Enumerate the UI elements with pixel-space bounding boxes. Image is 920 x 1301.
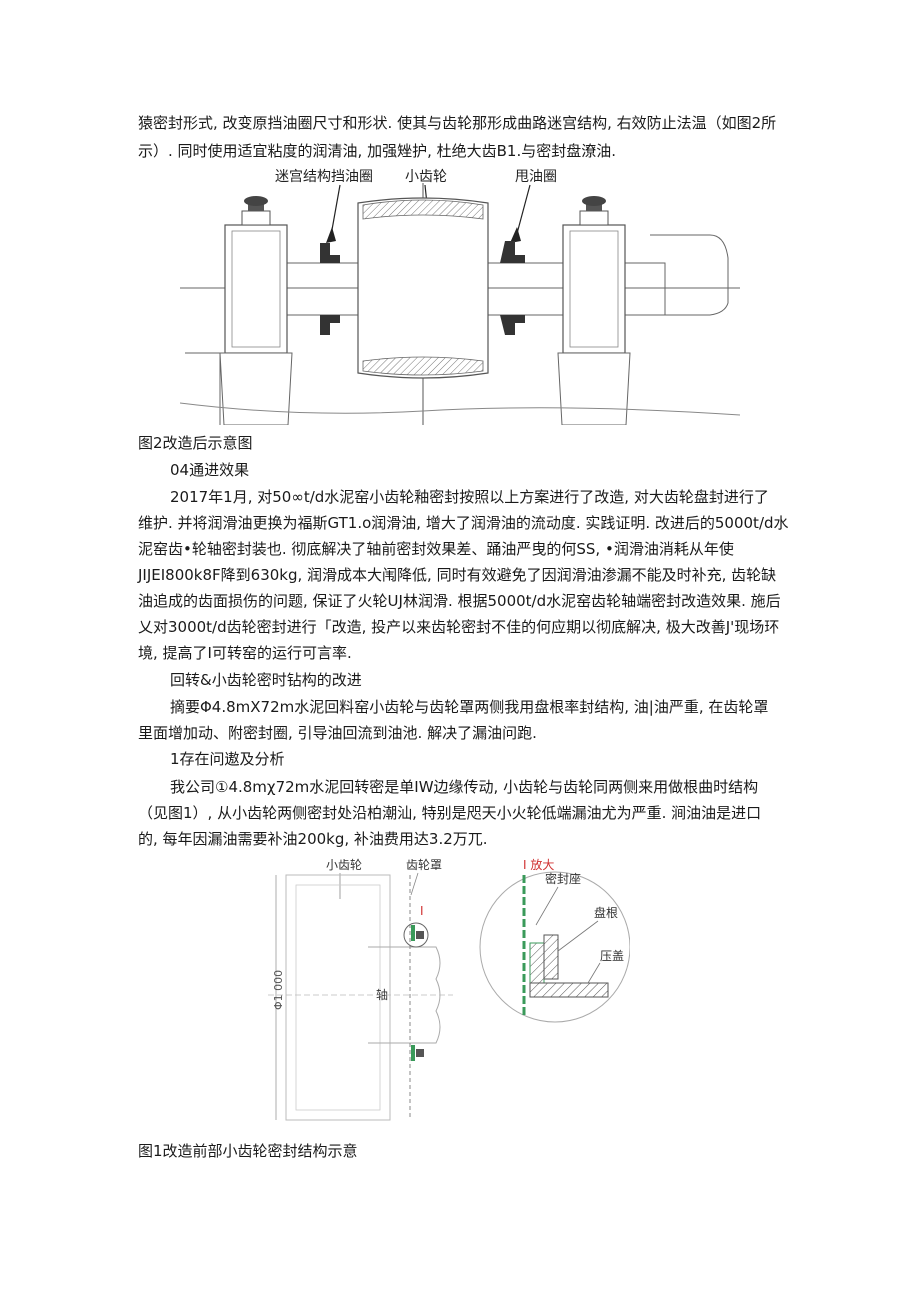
left-pedestal xyxy=(219,352,293,425)
fig1-label-pinion: 小齿轮 xyxy=(326,858,362,872)
figure-2-caption: 图2改造后示意图 xyxy=(138,434,253,452)
base-line xyxy=(180,402,740,416)
seal-green-bottom xyxy=(411,1045,415,1061)
paragraph-line: JIJEI800k8F降到630kg, 润滑成本大闱降低, 同时有效避免了因润滑… xyxy=(138,566,777,584)
fig1-label-dia: Φ1 000 xyxy=(272,970,285,1010)
left-seal-bottom xyxy=(320,315,340,335)
figure-2-diagram: 迷宫结构挡油圈 小齿轮 甩油圈 xyxy=(180,169,740,425)
fig1-detail-marker: I xyxy=(420,904,424,918)
leader-line xyxy=(410,872,419,896)
fig2-label-pinion: 小齿轮 xyxy=(405,169,447,185)
paragraph-line: （见图1）, 从小齿轮两侧密封处沿柏潮汕, 特别是咫天小火轮低端漏油尤为严重. … xyxy=(138,804,762,822)
paragraph-line: 猿密封形式, 改变原挡油圈尺寸和形状. 使其与齿轮那形成曲路迷宫结构, 右效防止… xyxy=(138,114,777,132)
article-title: 回转&小齿轮密时钻构的改进 xyxy=(170,671,362,689)
leader-line xyxy=(535,886,559,926)
pinion-body xyxy=(357,197,489,379)
right-pedestal xyxy=(557,352,631,425)
pinion-teeth-bottom xyxy=(362,356,484,376)
abstract-line: 里面增加动、附密封圈, 引导油回流到油池. 解决了漏油问跑. xyxy=(138,724,537,742)
right-seal-bottom xyxy=(500,315,525,335)
fig1-label-seat: 密封座 xyxy=(545,871,581,886)
fig1-label-cover: 齿轮罩 xyxy=(406,858,442,872)
pinion-teeth-top xyxy=(362,199,484,220)
left-seal-top xyxy=(320,243,340,263)
right-seal-top xyxy=(500,241,525,263)
seal-packing-top xyxy=(416,931,424,939)
gland-plate xyxy=(529,982,609,998)
packing-block xyxy=(529,942,545,984)
paragraph-line: 2017年1月, 对50∞t/d水泥窑小齿轮釉密封按照以上方案进行了改造, 对大… xyxy=(170,488,769,506)
fig1-label-enlarge: I 放大 xyxy=(523,857,554,872)
leader-line xyxy=(557,920,599,952)
paragraph-line: 泥窑齿•轮轴密封装也. 彻底解决了轴前密封效果差、踊油严曳的何SS, •润滑油消… xyxy=(138,540,734,558)
figure-1-diagram: 小齿轮 齿轮罩 I 放大 I Φ1 000 轴 密封座 盘根 压盖 xyxy=(268,857,630,1121)
leader-line xyxy=(587,962,601,984)
fig2-label-labyrinth: 迷宫结构挡油圈 xyxy=(275,169,373,185)
paragraph-line: 油追成的齿面损伤的问题, 保证了火轮UJ林润滑. 根据5000t/d水泥窑齿轮轴… xyxy=(138,592,781,610)
abstract-line: 摘要Φ4.8mX72m水泥回料窑小齿轮与齿轮罩两侧我用盘根率封结构, 油|油严重… xyxy=(170,698,769,716)
figure-1-caption: 图1改造前部小齿轮密封结构示意 xyxy=(138,1142,358,1160)
arrow-head xyxy=(510,227,521,243)
seal-packing-bottom xyxy=(416,1049,424,1057)
right-bearing-housing xyxy=(562,224,626,354)
paragraph-line: 的, 每年因漏油需要补油200kg, 补油费用达3.2万兀. xyxy=(138,830,488,848)
paragraph-line: 维护. 并将润滑油更换为福斯GT1.o润滑油, 增大了润滑油的流动度. 实践证明… xyxy=(138,514,789,532)
paragraph-line: 乂对3000t/d齿轮密封进行「改造, 投产以来齿轮密封不佳的何应期以彻底解决,… xyxy=(138,618,780,636)
section-heading: 04通进效果 xyxy=(170,461,250,479)
section-heading: 1存在问遨及分析 xyxy=(170,750,285,768)
paragraph-line: 我公司①4.8mχ72m水泥回转密是单IW边缘传动, 小齿轮与齿轮同两侧来用做根… xyxy=(170,778,759,796)
fig1-label-packing: 盘根 xyxy=(594,905,618,920)
seal-green-top xyxy=(411,925,415,941)
paragraph-line: 示）. 同时使用适宜粘度的润清油, 加强矬护, 杜绝大齿B1.与密封盘潦油. xyxy=(138,142,616,160)
fig1-label-gland: 压盖 xyxy=(600,949,624,963)
fig1-label-shaft: 轴 xyxy=(376,987,388,1002)
pinion-outline xyxy=(285,874,391,1121)
left-bearing-housing xyxy=(224,224,288,354)
fig2-label-slinger: 甩油圈 xyxy=(515,169,557,185)
shaft-extension xyxy=(650,234,729,316)
left-oil-cap xyxy=(244,196,268,206)
detail-circle xyxy=(403,922,429,948)
arrow-head xyxy=(326,227,336,243)
right-oil-cap xyxy=(582,196,606,206)
paragraph-line: 境, 提高了I可转窑的运行可言率. xyxy=(138,644,352,662)
